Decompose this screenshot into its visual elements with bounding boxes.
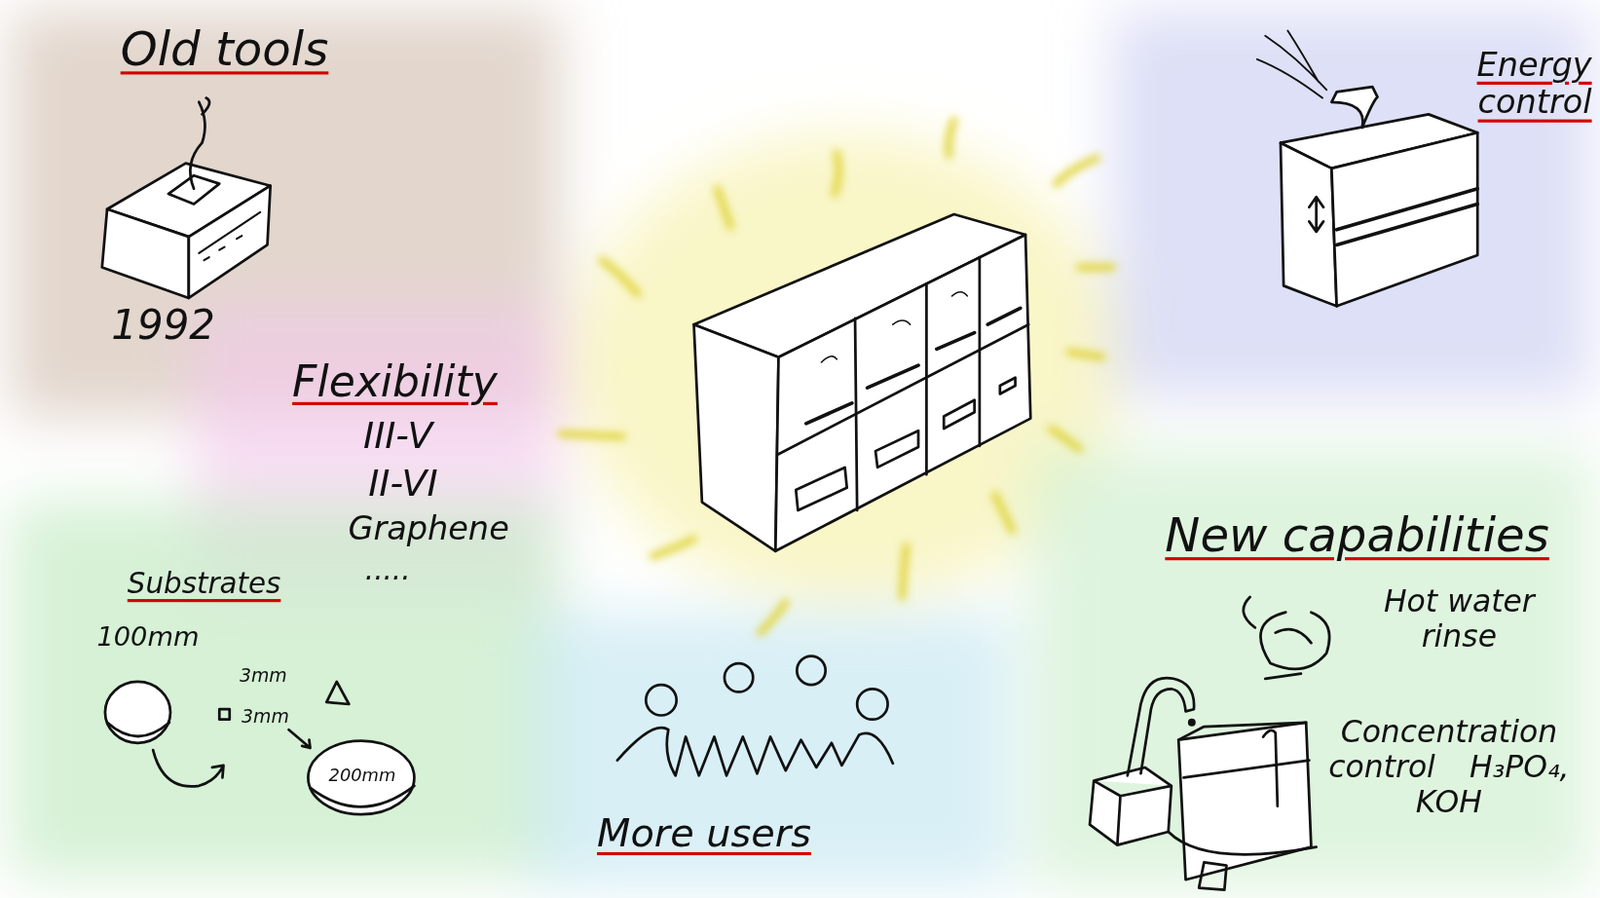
ray	[948, 120, 955, 156]
glow-rays	[560, 120, 1113, 633]
wet-bench-cabinet	[694, 214, 1032, 552]
head	[796, 656, 825, 685]
ray	[560, 433, 623, 437]
sketch-label: 100mm	[86, 622, 210, 653]
drain-line	[1168, 831, 1317, 891]
ray	[995, 494, 1013, 531]
energy-box-lid	[1337, 188, 1479, 246]
old-tool-box	[102, 98, 271, 298]
cabinet-front	[775, 234, 1031, 552]
sketch-label: 1992	[97, 300, 230, 348]
sketch-label: Substrates	[102, 567, 307, 601]
ray	[601, 260, 638, 295]
probe	[1263, 730, 1278, 807]
ray	[1069, 351, 1103, 357]
cabinet-drawers	[795, 377, 1015, 511]
wafer-100	[105, 681, 171, 744]
sketch-label: Graphene	[332, 510, 526, 549]
fume	[189, 98, 210, 189]
energy-box-front	[1280, 143, 1338, 307]
ray	[901, 546, 906, 597]
glass-reflections	[820, 292, 968, 363]
ray	[653, 538, 695, 557]
liquid-level	[1183, 760, 1309, 779]
ray	[717, 188, 732, 227]
ray	[1055, 157, 1097, 184]
substrate-sketches	[105, 681, 414, 815]
sketch-label: 3mm	[232, 706, 298, 728]
curved-arrow	[152, 749, 224, 786]
green-blob	[9, 499, 561, 878]
sketch-label: Flexibility	[267, 357, 523, 408]
sketch-label: New capabilities	[1127, 508, 1588, 562]
sketch-label: .....	[336, 554, 440, 588]
old-box-front	[102, 209, 189, 298]
cabinet-ledge	[778, 324, 1029, 454]
background-blobs	[9, 9, 1592, 888]
sketch-label: III-V	[316, 413, 481, 456]
bodies	[617, 727, 894, 776]
sketch-label: 3mm	[230, 665, 297, 687]
head	[724, 663, 753, 692]
energy-control-box	[1257, 30, 1478, 306]
exhaust-pipe	[1331, 86, 1377, 128]
pump-box	[1089, 767, 1172, 846]
triangle-piece	[326, 681, 349, 705]
square-piece	[219, 708, 229, 719]
hot-water-swirl	[1243, 596, 1330, 679]
cabinet-side	[694, 324, 780, 552]
sketch-label: More users	[566, 811, 843, 856]
faucet	[1127, 677, 1194, 776]
wafer-edge	[107, 722, 170, 737]
sketch-label: 200mm	[316, 765, 409, 785]
lightgreen-blob	[1030, 448, 1592, 889]
sketch-label: II-VI	[316, 462, 490, 505]
sketch-label: Old tools	[81, 22, 368, 76]
head	[856, 688, 888, 719]
old-box-side	[188, 186, 271, 298]
blue-blob	[530, 612, 1010, 889]
energy-box-side	[1331, 132, 1478, 306]
ray	[834, 152, 839, 194]
bath-tank	[1178, 722, 1311, 880]
window-lines	[806, 307, 1021, 423]
users-group	[617, 656, 894, 777]
old-box-controls	[198, 212, 261, 261]
sketch-label: Energy control	[1387, 45, 1593, 121]
bath-rim	[1178, 722, 1306, 741]
ray	[1079, 263, 1114, 271]
air-flow	[1257, 30, 1327, 98]
bath-sketch	[1089, 596, 1330, 891]
double-arrow	[1308, 196, 1324, 232]
drop	[1189, 719, 1194, 725]
head	[645, 684, 676, 715]
ray	[1050, 428, 1080, 449]
sketch-label: Concentration control H₃PO₄, KOH	[1321, 713, 1577, 819]
wafer-edge	[310, 785, 415, 807]
sketch-label: Hot water rinse	[1362, 583, 1557, 654]
wafer-200	[307, 741, 414, 815]
small-arrow	[289, 729, 311, 748]
ray	[760, 601, 786, 633]
lavender-blob	[1112, 9, 1592, 398]
